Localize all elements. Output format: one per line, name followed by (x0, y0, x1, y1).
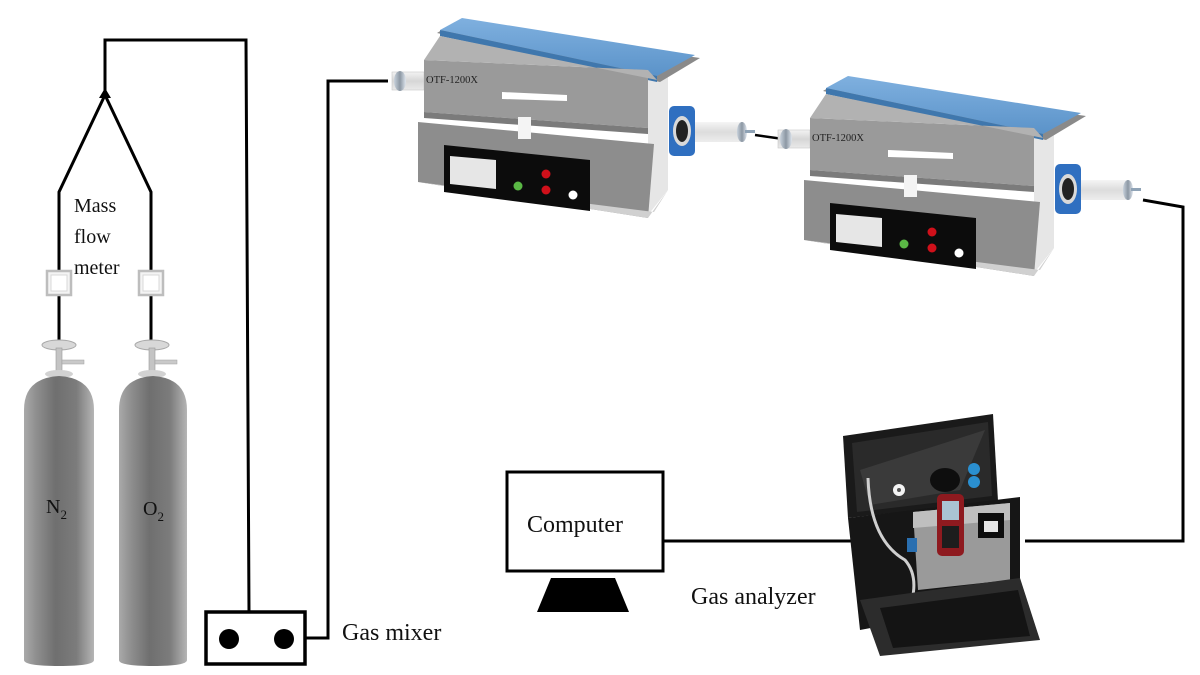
combined-line (103, 38, 251, 613)
furnace-to-analyzer-line (1025, 198, 1185, 543)
furnace-1-red-indicator (541, 169, 551, 179)
computer-label: Computer (527, 512, 623, 538)
n2-line (57, 94, 107, 348)
furnace-2-red-indicator (927, 243, 937, 253)
furnace-2: OTF-1200X (777, 76, 1141, 276)
cylinder-o2: O2 (119, 339, 187, 666)
furnace-2-red-indicator (927, 227, 937, 237)
cylinder-n2: N2 (24, 339, 94, 666)
furnace-1: OTF-1200X (391, 18, 755, 218)
furnace-2-model-label: OTF-1200X (812, 133, 864, 144)
mixer-to-furnace-line (305, 79, 388, 640)
mixer-port-right (274, 629, 294, 649)
gas-mixer (204, 610, 307, 666)
cylinder-n2-label: N2 (46, 496, 67, 522)
furnace-1-green-indicator (513, 181, 523, 191)
gas-analyzer (843, 414, 1040, 656)
furnace-1-red-indicator (541, 185, 551, 195)
computer-stand (537, 578, 629, 612)
gas-analyzer-label: Gas analyzer (691, 584, 816, 610)
furnace-2-white-indicator (954, 248, 964, 258)
junction-arrow-icon (99, 88, 111, 98)
mass-flow-meter-label: Mass flow meter (74, 195, 121, 279)
o2-line (103, 94, 153, 348)
gas-mixer-label: Gas mixer (342, 620, 441, 646)
computer (505, 470, 665, 612)
mass-flow-meter-o2 (137, 269, 165, 297)
cylinder-o2-label: O2 (143, 498, 164, 524)
furnace-1-white-indicator (568, 190, 578, 200)
furnace-1-model-label: OTF-1200X (426, 75, 478, 86)
mixer-port-left (219, 629, 239, 649)
mass-flow-meter-n2 (45, 269, 73, 297)
furnace-2-green-indicator (899, 239, 909, 249)
